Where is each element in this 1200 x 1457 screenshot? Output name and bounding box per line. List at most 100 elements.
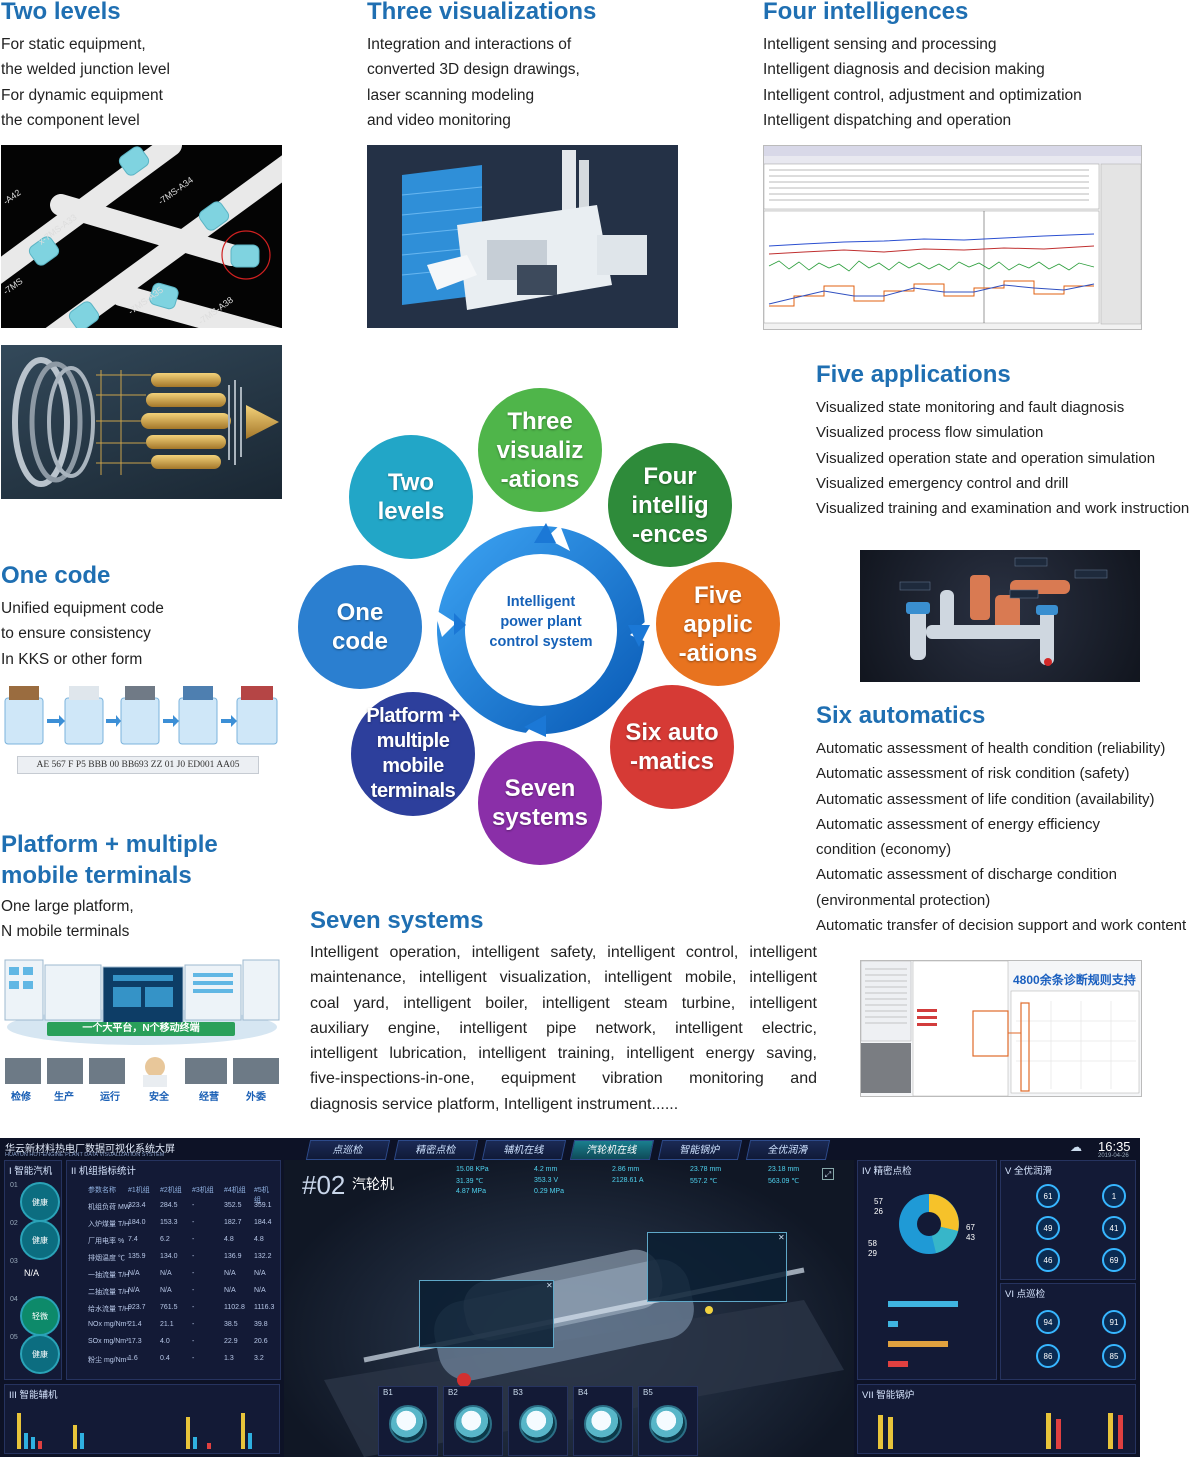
section-precision-inspection: IV 精密点检 57 26 58 29 67 43: [857, 1160, 997, 1380]
table-cell: 一抽流量 T/H: [88, 1272, 130, 1279]
header-cell: #5机组: [254, 1187, 269, 1204]
platform-text: One large platform, N mobile terminals: [1, 894, 134, 945]
bearing-panel[interactable]: B4: [573, 1386, 633, 1456]
close-icon[interactable]: ✕: [546, 1281, 553, 1290]
text-line: One large platform,: [1, 898, 134, 915]
section-title: II 机组指标统计: [71, 1166, 136, 1177]
table-cell: -: [192, 1236, 195, 1243]
readout-value: 557.2 ℃: [690, 1178, 718, 1185]
text-line: Visualized training and examination and …: [816, 500, 1190, 518]
inspection-score[interactable]: 85: [1102, 1344, 1126, 1368]
table-cell: 4.8: [224, 1236, 234, 1243]
unit-no: 05: [10, 1334, 18, 1341]
inspection-score[interactable]: 91: [1102, 1310, 1126, 1334]
table-cell: 184.4: [254, 1219, 272, 1226]
lubrication-score[interactable]: 69: [1102, 1248, 1126, 1272]
readout-value: 563.09 ℃: [768, 1178, 800, 1185]
table-cell: 761.5: [160, 1304, 178, 1311]
text-line: Automatic assessment of life condition (…: [816, 790, 1155, 808]
six-automatics-heading: Six automatics: [816, 702, 986, 729]
bearing-gauge: [454, 1405, 492, 1443]
table-cell: N/A: [160, 1287, 172, 1294]
table-cell: 39.8: [254, 1321, 268, 1328]
lubrication-score[interactable]: 41: [1102, 1216, 1126, 1240]
text-line: Visualized state monitoring and fault di…: [816, 399, 1125, 416]
readout-value: 31.39 ℃: [456, 1178, 484, 1185]
turbine-number: #02: [302, 1170, 346, 1200]
inspection-score[interactable]: 94: [1036, 1310, 1060, 1334]
table-cell: 4.0: [160, 1338, 170, 1345]
tab-inspection[interactable]: 点巡检: [305, 1140, 391, 1160]
pie-value: 67: [966, 1223, 975, 1232]
text-line: (environmental protection): [816, 891, 991, 909]
tab-turbine-online[interactable]: 汽轮机在线: [569, 1140, 655, 1160]
unit-no: 01: [10, 1182, 18, 1189]
tab-auxiliary-online[interactable]: 辅机在线: [481, 1140, 567, 1160]
bearing-panel[interactable]: B2: [443, 1386, 503, 1456]
close-icon[interactable]: ✕: [778, 1233, 785, 1242]
tab-precision-inspection[interactable]: 精密点检: [393, 1140, 479, 1160]
section-unit-statistics: II 机组指标统计: [66, 1160, 281, 1380]
bearing-panel[interactable]: B3: [508, 1386, 568, 1456]
table-cell: 153.3: [160, 1219, 178, 1226]
table-cell: -: [192, 1355, 195, 1362]
visualization-dashboard: 华云新材料热电厂数据可视化系统大屏 HUAYUN HOT-ENGINE PLAN…: [0, 1138, 1140, 1457]
tab-smart-boiler[interactable]: 智能锅炉: [657, 1140, 743, 1160]
section-title: VI 点巡检: [1005, 1289, 1046, 1300]
readout-value: 15.08 KPa: [456, 1166, 489, 1173]
lubrication-score[interactable]: 61: [1036, 1184, 1060, 1208]
bearing-panel[interactable]: B5: [638, 1386, 698, 1456]
engine-component-image: [1, 345, 282, 499]
four-intelligences-heading: Four intelligences: [763, 0, 969, 25]
header-cell: #4机组: [224, 1187, 246, 1194]
section-title: III 智能辅机: [9, 1390, 58, 1401]
text-line: For dynamic equipment: [1, 86, 163, 104]
text-line: Unified equipment code: [1, 600, 164, 617]
bearing-gauge: [584, 1405, 622, 1443]
pie-value: 29: [868, 1249, 877, 1258]
text-line: to ensure consistency: [1, 625, 151, 643]
icon-label: 生产: [54, 1092, 74, 1103]
text-line: Automatic transfer of decision support a…: [816, 917, 1187, 935]
progress-bar: [888, 1321, 898, 1327]
circle-four-intelligences: Four intellig -ences: [608, 443, 732, 567]
text-line: and video monitoring: [367, 111, 511, 129]
text-line: diagnosis service platform, Intelligent …: [310, 1095, 679, 1113]
lubrication-score[interactable]: 49: [1036, 1216, 1060, 1240]
table-cell: 359.1: [254, 1202, 272, 1209]
tab-lubrication[interactable]: 全优润滑: [745, 1140, 831, 1160]
text-line: coal yard, intelligent boiler, intellige…: [310, 994, 817, 1012]
table-cell: N/A: [128, 1270, 140, 1277]
section-title: VII 智能锅炉: [862, 1390, 915, 1401]
text-line: intelligent lubrication, intelligent tra…: [310, 1045, 817, 1063]
unit-status-badge[interactable]: 健康: [20, 1334, 60, 1374]
table-cell: 1.6: [128, 1355, 138, 1362]
readout-value: 353.3 V: [534, 1177, 559, 1184]
unit-status-badge[interactable]: 轻微: [20, 1296, 60, 1336]
turbine-label: 汽轮机: [352, 1176, 394, 1192]
text-line: Automatic assessment of discharge condit…: [816, 866, 1117, 884]
table-cell: 136.9: [224, 1253, 242, 1260]
table-cell: 1.3: [224, 1355, 234, 1362]
table-cell: 182.7: [224, 1219, 242, 1226]
circle-three-visualizations: Three visualiz -ations: [478, 388, 602, 512]
three-visualizations-heading: Three visualizations: [367, 0, 597, 25]
five-applications-heading: Five applications: [816, 361, 1011, 388]
unit-status-badge[interactable]: 健康: [20, 1182, 60, 1222]
table-cell: 排烟温度 ℃: [88, 1255, 125, 1262]
lubrication-score[interactable]: 1: [1102, 1184, 1126, 1208]
inspection-score[interactable]: 86: [1036, 1344, 1060, 1368]
header-cell: #2机组: [160, 1187, 182, 1194]
bearing-label: B1: [383, 1388, 393, 1397]
table-cell: 二抽流量 T/H: [88, 1289, 130, 1296]
bearing-panel[interactable]: B1: [378, 1386, 438, 1456]
table-cell: 22.9: [224, 1338, 238, 1345]
unit-status-badge[interactable]: 健康: [20, 1220, 60, 1260]
lubrication-score[interactable]: 46: [1036, 1248, 1060, 1272]
expand-icon[interactable]: ⤢: [822, 1168, 834, 1180]
header-cell: #3机组: [192, 1187, 214, 1194]
text-line: the welded junction level: [1, 61, 170, 79]
table-cell: 4.8: [254, 1236, 264, 1243]
